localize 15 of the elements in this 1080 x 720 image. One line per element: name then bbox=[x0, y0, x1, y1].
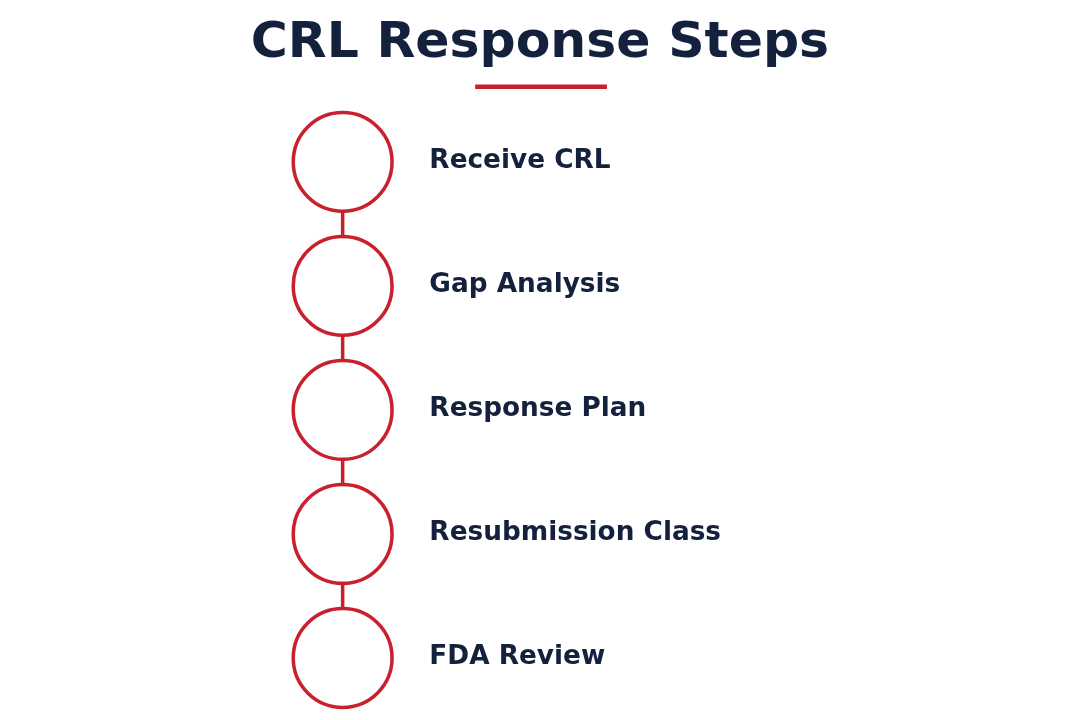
node-label: Receive CRL bbox=[428, 143, 611, 174]
node-label: FDA Review bbox=[428, 639, 605, 670]
node-circle bbox=[291, 110, 394, 214]
node-circle bbox=[291, 482, 394, 586]
node-circle bbox=[291, 358, 394, 462]
node-label: Resubmission Class bbox=[428, 515, 721, 546]
connector bbox=[340, 459, 344, 485]
connector bbox=[340, 335, 344, 361]
node-circle bbox=[291, 234, 394, 338]
connector bbox=[340, 211, 344, 237]
connector bbox=[340, 583, 344, 609]
node-circle bbox=[291, 606, 394, 710]
diagram-title: CRL Response Steps bbox=[250, 9, 829, 69]
node-label: Response Plan bbox=[428, 391, 646, 422]
node-label: Gap Analysis bbox=[428, 267, 620, 298]
